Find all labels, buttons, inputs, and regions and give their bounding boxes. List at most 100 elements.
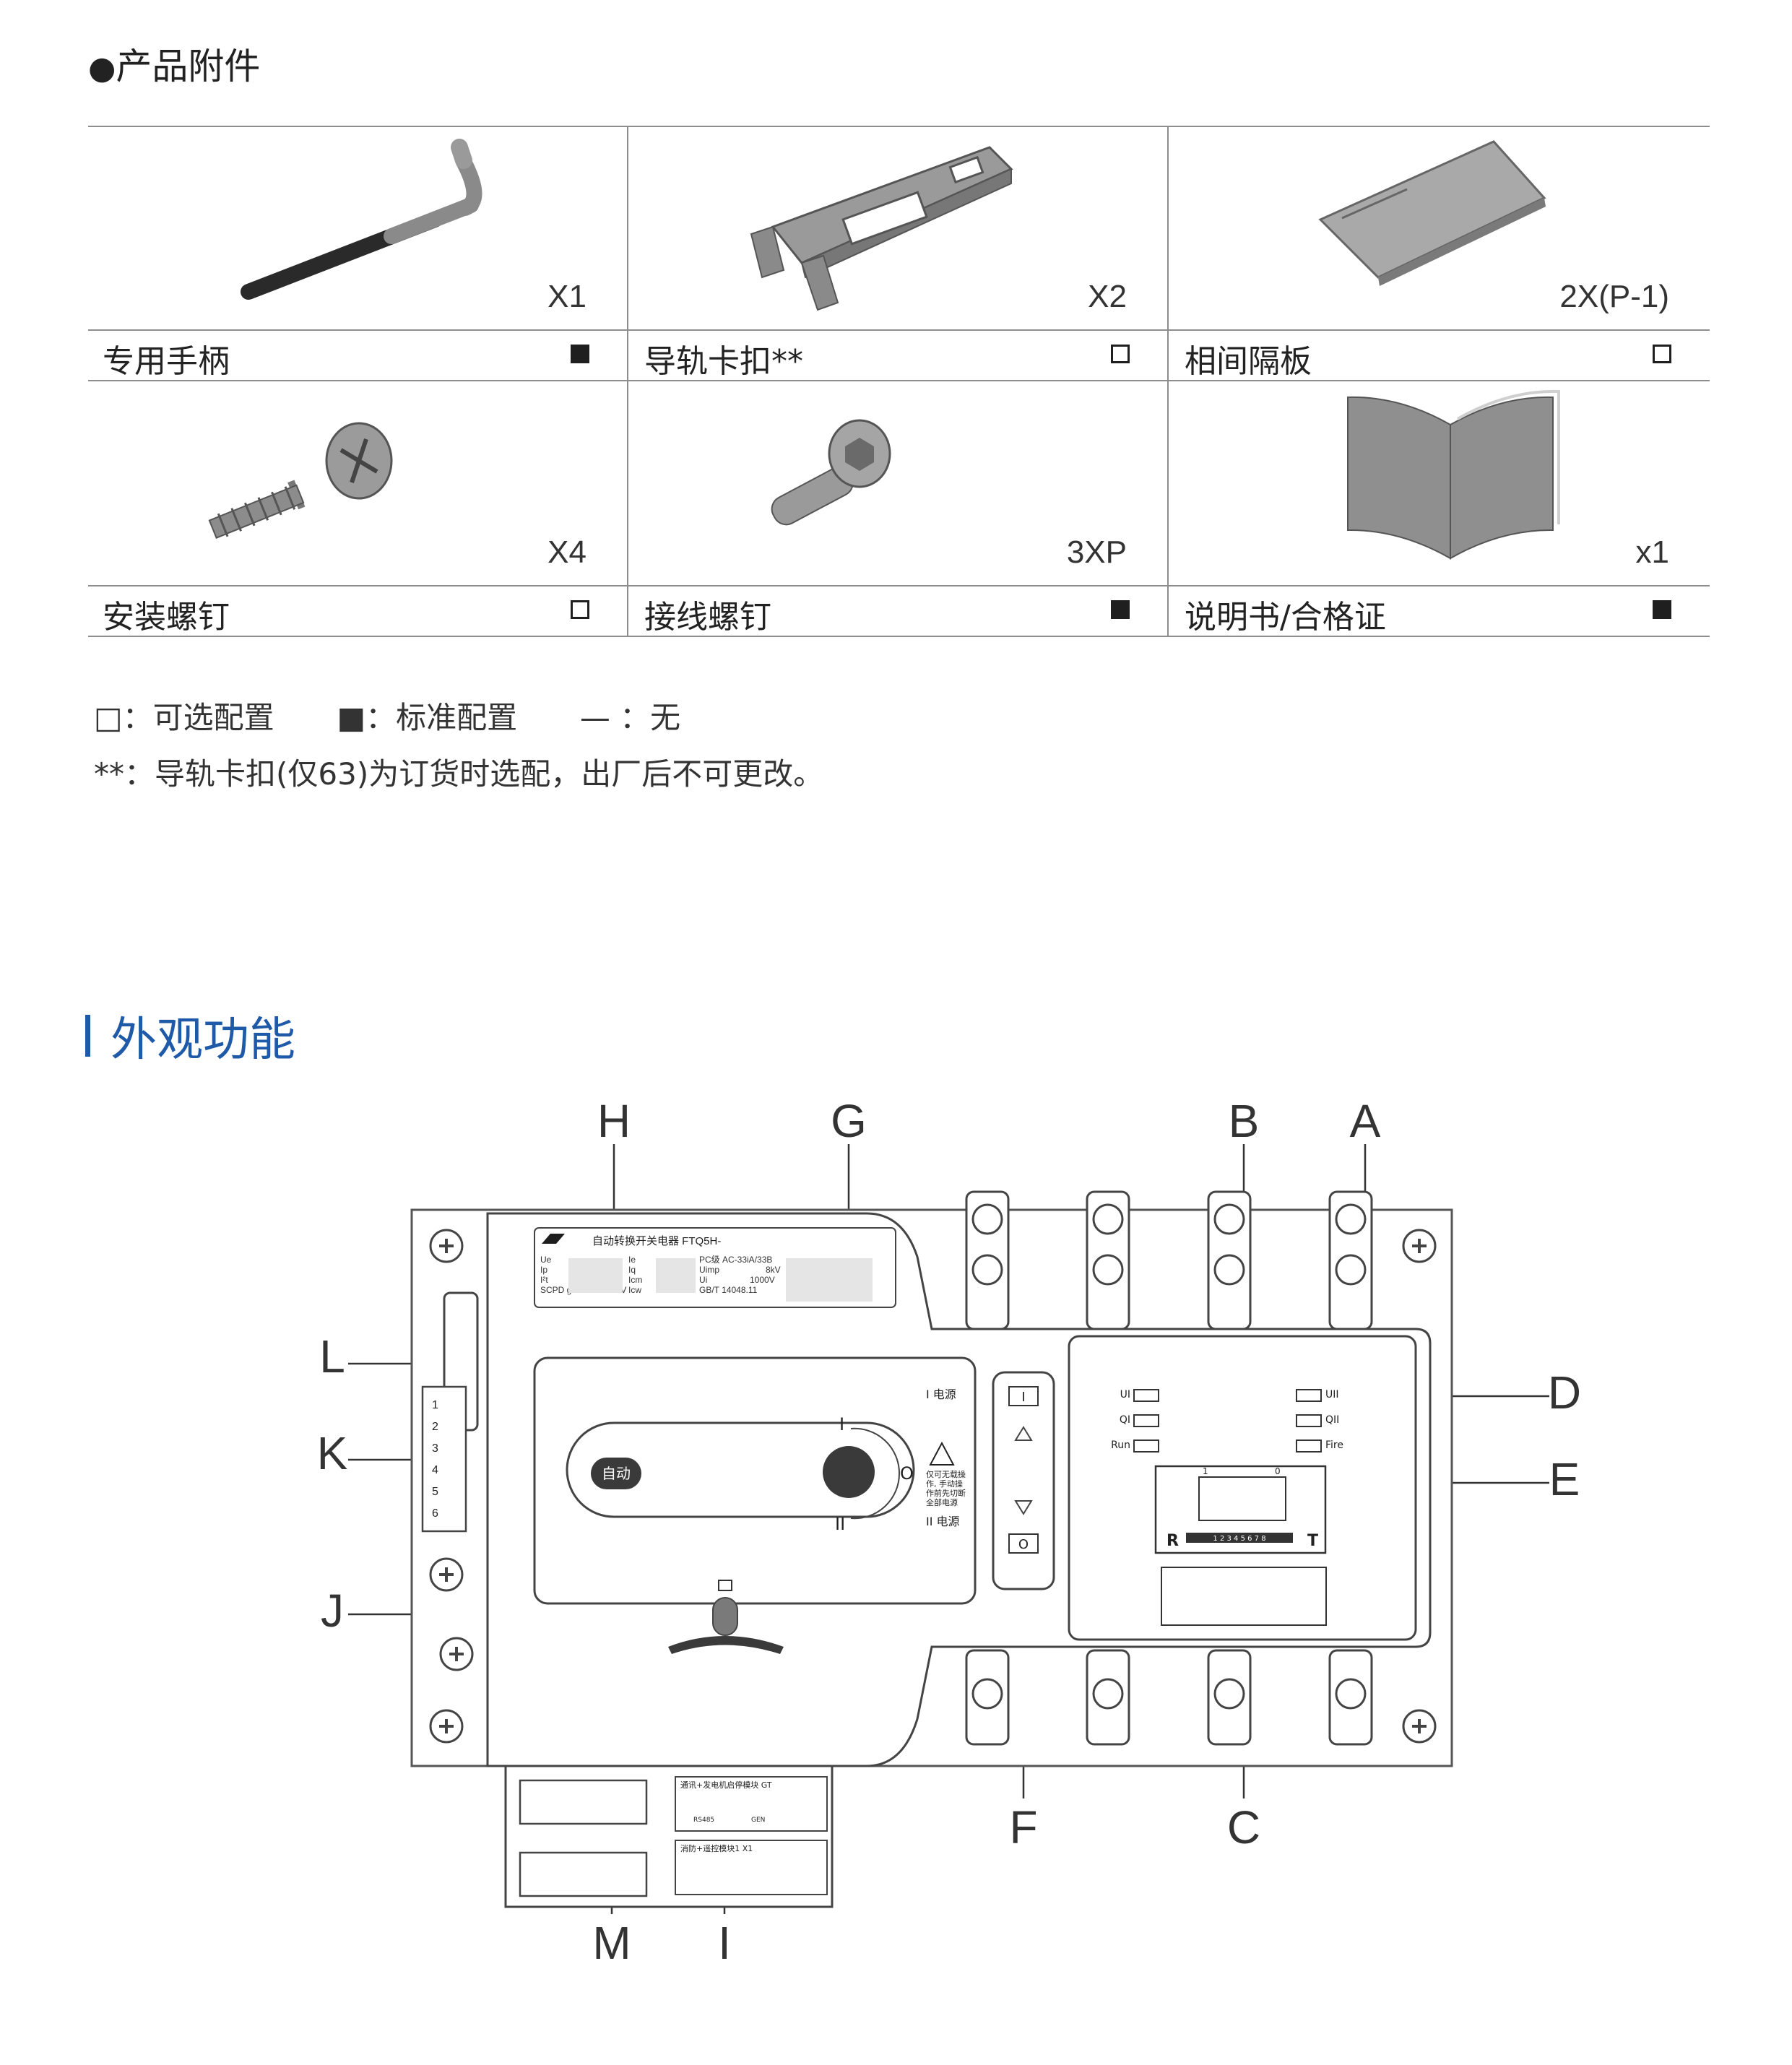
nameplate-spec: 8kV <box>766 1265 781 1275</box>
accessory-qty: x1 <box>1635 534 1669 570</box>
terminal-number: 6 <box>432 1507 438 1520</box>
dial-wheel[interactable] <box>668 1636 784 1654</box>
accessory-name: 安装螺钉 <box>103 599 230 636</box>
nameplate-row: Iq <box>628 1265 636 1275</box>
accessory-name: 接线螺钉 <box>644 599 771 636</box>
table-divider <box>1167 126 1169 636</box>
padlock-slider[interactable] <box>712 1597 738 1636</box>
legend-optional: □：可选配置 <box>94 700 274 735</box>
lcd-mark: 1 <box>1203 1466 1208 1476</box>
terminals-bottom <box>965 1649 1373 1746</box>
manual-book-icon <box>1347 389 1560 560</box>
led-qi <box>1133 1414 1159 1427</box>
led-label: Fire <box>1325 1440 1343 1451</box>
terminal-number: 1 <box>432 1399 438 1411</box>
position-ii: II <box>835 1514 845 1534</box>
optional-config-icon <box>571 600 589 619</box>
callout-c: C <box>1227 1801 1260 1853</box>
comm-module <box>675 1776 828 1832</box>
accessory-qty: 3XP <box>1066 534 1127 570</box>
screw-slots <box>439 1239 1427 1733</box>
display-t: T <box>1307 1532 1318 1550</box>
led-label: QII <box>1325 1414 1339 1426</box>
down-arrow-icon[interactable] <box>1014 1500 1033 1515</box>
phase-barrier-icon <box>1318 140 1546 286</box>
nameplate-spec: 1000V <box>750 1275 775 1285</box>
up-arrow-icon[interactable] <box>1014 1426 1033 1441</box>
button-i[interactable] <box>1008 1386 1039 1406</box>
led-ui <box>1133 1389 1159 1402</box>
accessory-qty: X4 <box>547 534 586 570</box>
table-divider <box>627 126 628 636</box>
product-front-diagram: H G B A L K D E J F C M I <box>317 1095 1581 1969</box>
position-o: O <box>900 1463 914 1484</box>
section-title-text: 外观功能 <box>111 1013 295 1067</box>
nameplate: 自动转换开关电器 FTQ5H- Ue Ip I²t SCPD gG /500V … <box>534 1227 896 1308</box>
warning-icon <box>929 1441 955 1466</box>
rail-clip-icon <box>750 146 1013 311</box>
accessory-qty: X2 <box>1088 279 1127 314</box>
led-label: Run <box>1111 1440 1130 1451</box>
nameplate-spec: GB/T 14048.11 <box>699 1285 758 1295</box>
nameplate-row: Ue <box>540 1255 552 1265</box>
callout-m: M <box>592 1917 631 1969</box>
led-qii <box>1296 1414 1322 1427</box>
nameplate-row: Icm <box>628 1275 642 1285</box>
display-r: R <box>1166 1532 1179 1550</box>
connector-bottom[interactable] <box>519 1851 648 1897</box>
fire-module-title: 消防+遥控模块1 X1 <box>680 1843 753 1853</box>
order-note: **：导轨卡扣(仅63)为订货时选配，出厂后不可更改。 <box>94 756 824 792</box>
accessory-cell-mounting-screw: X4 <box>88 381 627 585</box>
led-fire <box>1296 1440 1322 1453</box>
power-i-label: I 电源 <box>926 1388 956 1401</box>
nameplate-spec: Uimp <box>699 1265 719 1275</box>
position-arc <box>850 1427 901 1520</box>
callout-f: F <box>1009 1801 1037 1853</box>
accessories-table: X1 专用手柄 X2 导轨卡扣** 2X(P-1) 相间隔板 <box>88 126 1710 640</box>
nameplate-spec: Ui <box>699 1275 707 1285</box>
terminal-number: 5 <box>432 1486 438 1498</box>
terminal-number: 4 <box>432 1464 438 1476</box>
config-legend: □：可选配置 ■：标准配置 — ：无 <box>94 693 680 737</box>
connector-top[interactable] <box>519 1779 648 1825</box>
table-rule <box>88 329 1710 331</box>
mode-slot <box>566 1421 915 1518</box>
terminal-number: 2 <box>432 1421 438 1433</box>
callout-d: D <box>1548 1367 1581 1419</box>
callout-a: A <box>1350 1095 1381 1147</box>
callout-k: K <box>317 1427 348 1479</box>
table-rule <box>88 636 1710 637</box>
led-label: QI <box>1120 1414 1130 1426</box>
standard-config-icon <box>1653 600 1671 619</box>
brand-logo-icon <box>542 1234 565 1244</box>
lock-icon <box>718 1580 732 1591</box>
dip-switch[interactable] <box>1186 1533 1293 1543</box>
legend-none: — ：无 <box>579 700 681 735</box>
nameplate-spec: PC级 AC-33iA/33B <box>699 1255 772 1265</box>
standard-config-icon <box>571 345 589 363</box>
accessory-cell-wiring-screw: 3XP <box>628 381 1167 585</box>
section-title-text: 产品附件 <box>116 46 261 87</box>
nameplate-row: Ip <box>540 1265 547 1275</box>
auto-label: 自动 <box>602 1465 631 1482</box>
terminal-number: 3 <box>432 1442 438 1455</box>
warning-text: 作, 手动操 <box>926 1479 963 1489</box>
led-run <box>1133 1440 1159 1453</box>
button-o[interactable] <box>1008 1533 1039 1554</box>
optional-config-icon <box>1111 345 1130 363</box>
accessory-cell-handle: X1 <box>88 126 627 329</box>
dip-numbers: 1 2 3 4 5 6 7 8 <box>1213 1535 1265 1543</box>
accessory-name: 说明书/合格证 <box>1185 599 1386 636</box>
auto-button[interactable] <box>591 1458 641 1489</box>
lcd-mark: 0 <box>1275 1466 1281 1476</box>
accessory-qty: X1 <box>547 279 586 314</box>
table-rule <box>88 380 1710 381</box>
callout-b: B <box>1229 1095 1260 1147</box>
warning-text: 作前先切断 <box>926 1488 966 1498</box>
handle-socket[interactable] <box>823 1446 875 1498</box>
accessory-name: 相间隔板 <box>1185 343 1312 380</box>
accessory-name: 专用手柄 <box>103 343 230 380</box>
callout-j: J <box>321 1585 344 1637</box>
setting-table <box>1161 1567 1327 1626</box>
comm-group: GEN <box>751 1817 765 1824</box>
